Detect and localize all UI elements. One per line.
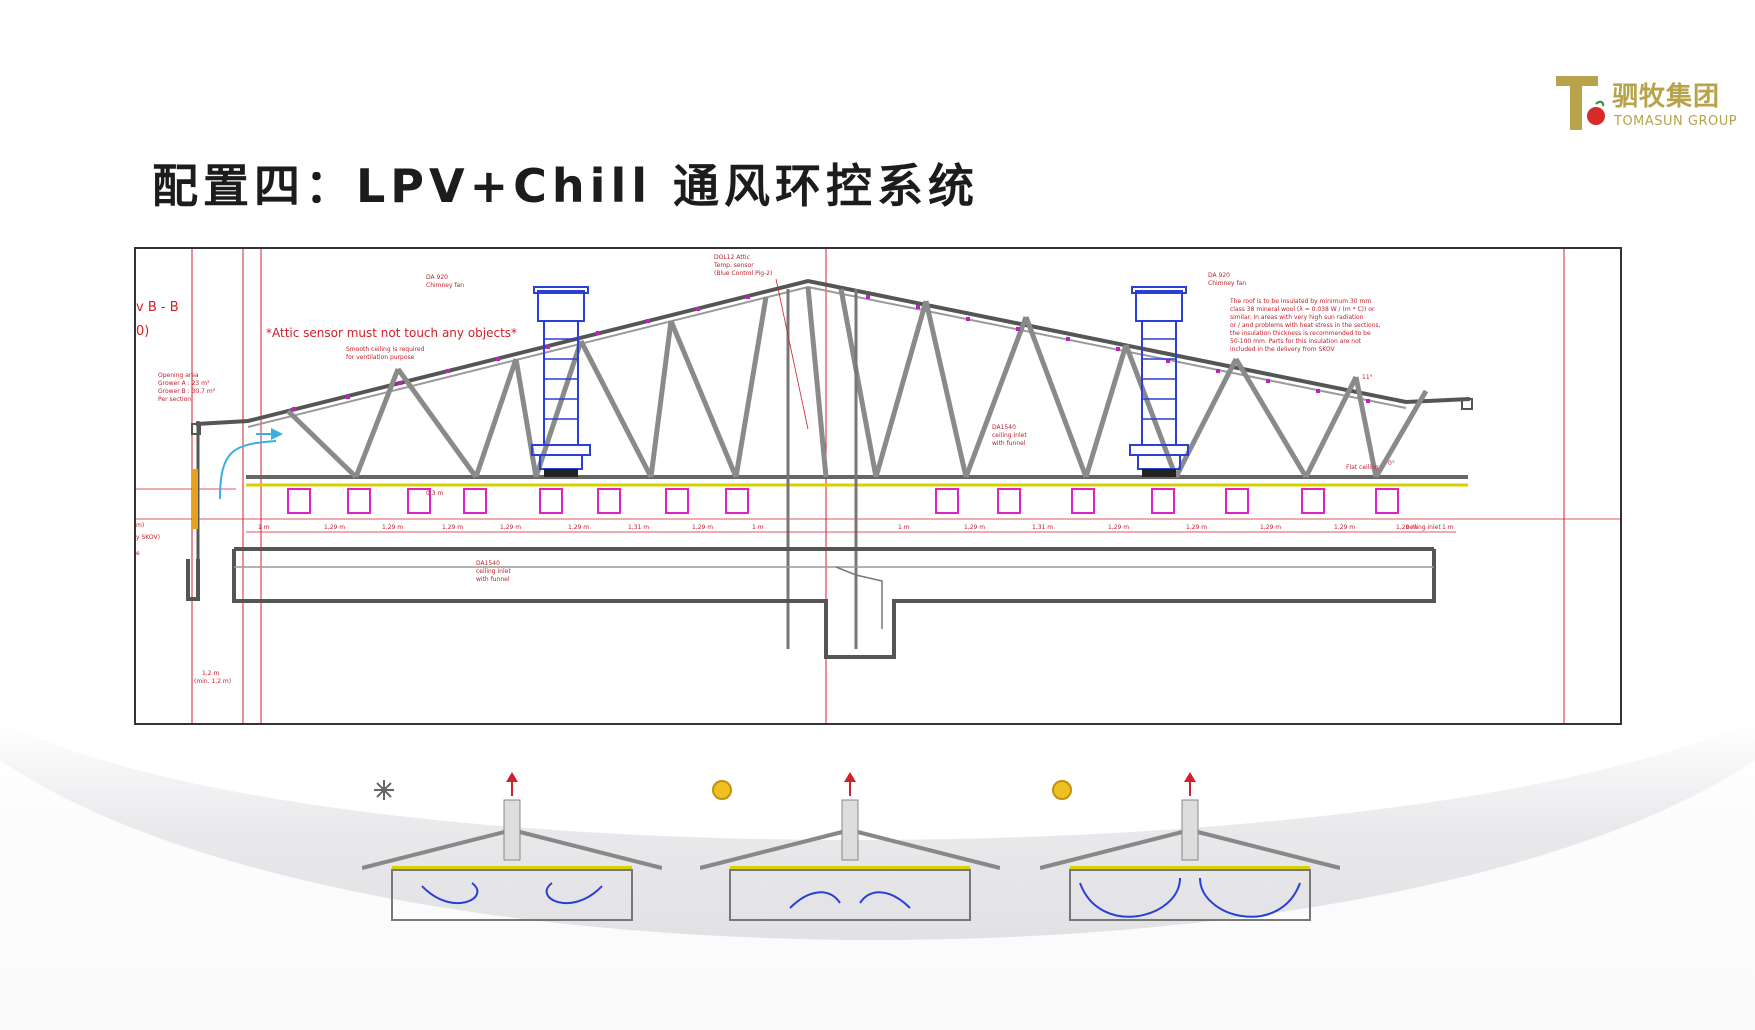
ventilation-schematic-summer bbox=[1040, 772, 1340, 921]
insulation-note-line: The roof is to be insulated by minimum 3… bbox=[1229, 298, 1371, 305]
attic-sensor-note: *Attic sensor must not touch any objects… bbox=[266, 326, 517, 340]
roof-insulation-note: The roof is to be insulated by minimum 3… bbox=[1229, 298, 1381, 353]
logo-mark-icon bbox=[1556, 76, 1605, 130]
wall-dim-line: (min. 1,2 m) bbox=[194, 678, 231, 685]
insulation-note-line: 50-100 mm. Parts for this insulation are… bbox=[1230, 338, 1362, 345]
opening-area-line: Opening area bbox=[158, 372, 199, 379]
slide-title: 配置四：LPV+Chill 通风环控系统 bbox=[152, 159, 979, 213]
dimension-labels-left: 1 m 1,29 m 1,29 m 1,29 m 1,29 m 1,29 m 1… bbox=[258, 524, 764, 531]
inlet-spacing-label: 0,3 m bbox=[426, 490, 443, 497]
dim-label: 1,29 m bbox=[382, 524, 403, 531]
dim-label: 1 m bbox=[258, 524, 270, 531]
temp-sensor-line: Temp. sensor bbox=[713, 262, 754, 269]
ceiling-inlet-tag: ceiling inlet bbox=[1406, 524, 1441, 531]
wall-dimension: 1,2 m (min. 1,2 m) bbox=[194, 670, 231, 685]
ceiling-inlet-line: DA1540 bbox=[476, 560, 500, 567]
insulation-note-line: or / and problems with heat stress in th… bbox=[1230, 322, 1381, 329]
roof-slope-label: 11° bbox=[1362, 374, 1373, 381]
opening-area-line: Grower B : 30.7 m² bbox=[158, 388, 216, 395]
smooth-ceiling-note-line: for ventilation purpose bbox=[346, 354, 415, 361]
ceiling-inlet-line: DA1540 bbox=[992, 424, 1016, 431]
dim-label: 1,31 m bbox=[628, 524, 649, 531]
opening-area-line: Grower A : 23 m² bbox=[158, 380, 210, 387]
side-labels: m) y SKOV) e bbox=[136, 522, 160, 557]
insulation-note-line: the insulation thickness is recommended … bbox=[1230, 330, 1371, 337]
temp-sensor-line: DOL12 Attic bbox=[714, 254, 750, 261]
chimney-label-line: DA 920 bbox=[1208, 272, 1230, 279]
dim-label: 1,29 m bbox=[1396, 524, 1417, 531]
wall-dim-line: 1,2 m bbox=[202, 670, 219, 677]
dim-label: 1 m bbox=[1442, 524, 1454, 531]
dim-label: 1,29 m bbox=[692, 524, 713, 531]
attic-temp-sensor-label: DOL12 Attic Temp. sensor (Blue Control P… bbox=[713, 254, 772, 277]
logo-name-en: TOMASUN GROUP bbox=[1614, 114, 1738, 129]
ceiling-inlet-line: with funnel bbox=[476, 576, 510, 583]
side-label: e bbox=[136, 550, 140, 557]
chimney-right-label: DA 920 Chimney fan bbox=[1208, 272, 1246, 287]
company-logo: 驷牧集团 TOMASUN GROUP bbox=[1556, 74, 1738, 136]
ventilation-schematic-transitional bbox=[700, 772, 1000, 921]
insulation-note-line: included in the delivery from SKOV bbox=[1230, 346, 1335, 353]
dim-label: 1,29 m bbox=[1186, 524, 1207, 531]
dim-label: 1,29 m bbox=[500, 524, 521, 531]
dim-label: 1,29 m bbox=[1334, 524, 1355, 531]
dim-label: 1 m bbox=[898, 524, 910, 531]
snowflake-icon bbox=[374, 780, 394, 800]
dim-label: 1,29 m bbox=[1108, 524, 1129, 531]
section-label: v B - B bbox=[136, 300, 179, 315]
chimney-left-label: DA 920 Chimney fan bbox=[426, 274, 464, 289]
sun-icon bbox=[1052, 780, 1072, 800]
dim-label: 1,29 m bbox=[1260, 524, 1281, 531]
dim-label: 1,31 m bbox=[1032, 524, 1053, 531]
opening-area-note: Opening area Grower A : 23 m² Grower B :… bbox=[158, 372, 216, 403]
insulation-note-line: similar. In areas with very high sun rad… bbox=[1230, 314, 1364, 321]
sun-icon bbox=[712, 780, 732, 800]
cross-section-svg: 1 m 1,29 m 1,29 m 1,29 m 1,29 m 1,29 m 1… bbox=[136, 249, 1620, 723]
cross-section-drawing: 1 m 1,29 m 1,29 m 1,29 m 1,29 m 1,29 m 1… bbox=[134, 247, 1622, 725]
section-sub-label: 0) bbox=[136, 324, 149, 339]
flat-ceiling-angle: 0° bbox=[1388, 460, 1395, 467]
ceiling-inlet-line: ceiling inlet bbox=[992, 432, 1027, 439]
smooth-ceiling-note: Smooth ceiling is required for ventilati… bbox=[346, 346, 425, 361]
dimension-labels-right: 1 m 1,29 m 1,31 m 1,29 m 1,29 m 1,29 m 1… bbox=[898, 524, 1454, 531]
ventilation-schematic-winter bbox=[362, 772, 662, 921]
side-label: y SKOV) bbox=[136, 534, 160, 541]
dim-label: 1,29 m bbox=[964, 524, 985, 531]
ceiling-inlet-right-label: DA1540 ceiling inlet with funnel bbox=[992, 424, 1027, 447]
ceiling-inlet-line: ceiling inlet bbox=[476, 568, 511, 575]
side-label: m) bbox=[136, 522, 144, 529]
smooth-ceiling-note-line: Smooth ceiling is required bbox=[346, 346, 425, 353]
chimney-label-line: DA 920 bbox=[426, 274, 448, 281]
chimney-label-line: Chimney fan bbox=[1208, 280, 1246, 287]
chimney-label-line: Chimney fan bbox=[426, 282, 464, 289]
logo-name-cn: 驷牧集团 bbox=[1612, 82, 1721, 112]
dim-label: 1,29 m bbox=[568, 524, 589, 531]
dim-label: 1 m bbox=[752, 524, 764, 531]
dim-label: 1,29 m bbox=[442, 524, 463, 531]
flat-ceiling-label: Flat ceiling bbox=[1346, 464, 1379, 471]
opening-area-line: Per section bbox=[158, 396, 191, 403]
ceiling-inlet-left-label: DA1540 ceiling inlet with funnel bbox=[476, 560, 511, 583]
ceiling-inlet-line: with funnel bbox=[992, 440, 1026, 447]
dim-label: 1,29 m bbox=[324, 524, 345, 531]
insulation-note-line: class 38 mineral wool (λ = 0.038 W / (m … bbox=[1230, 306, 1375, 313]
temp-sensor-line: (Blue Control Pig-2) bbox=[714, 270, 772, 277]
